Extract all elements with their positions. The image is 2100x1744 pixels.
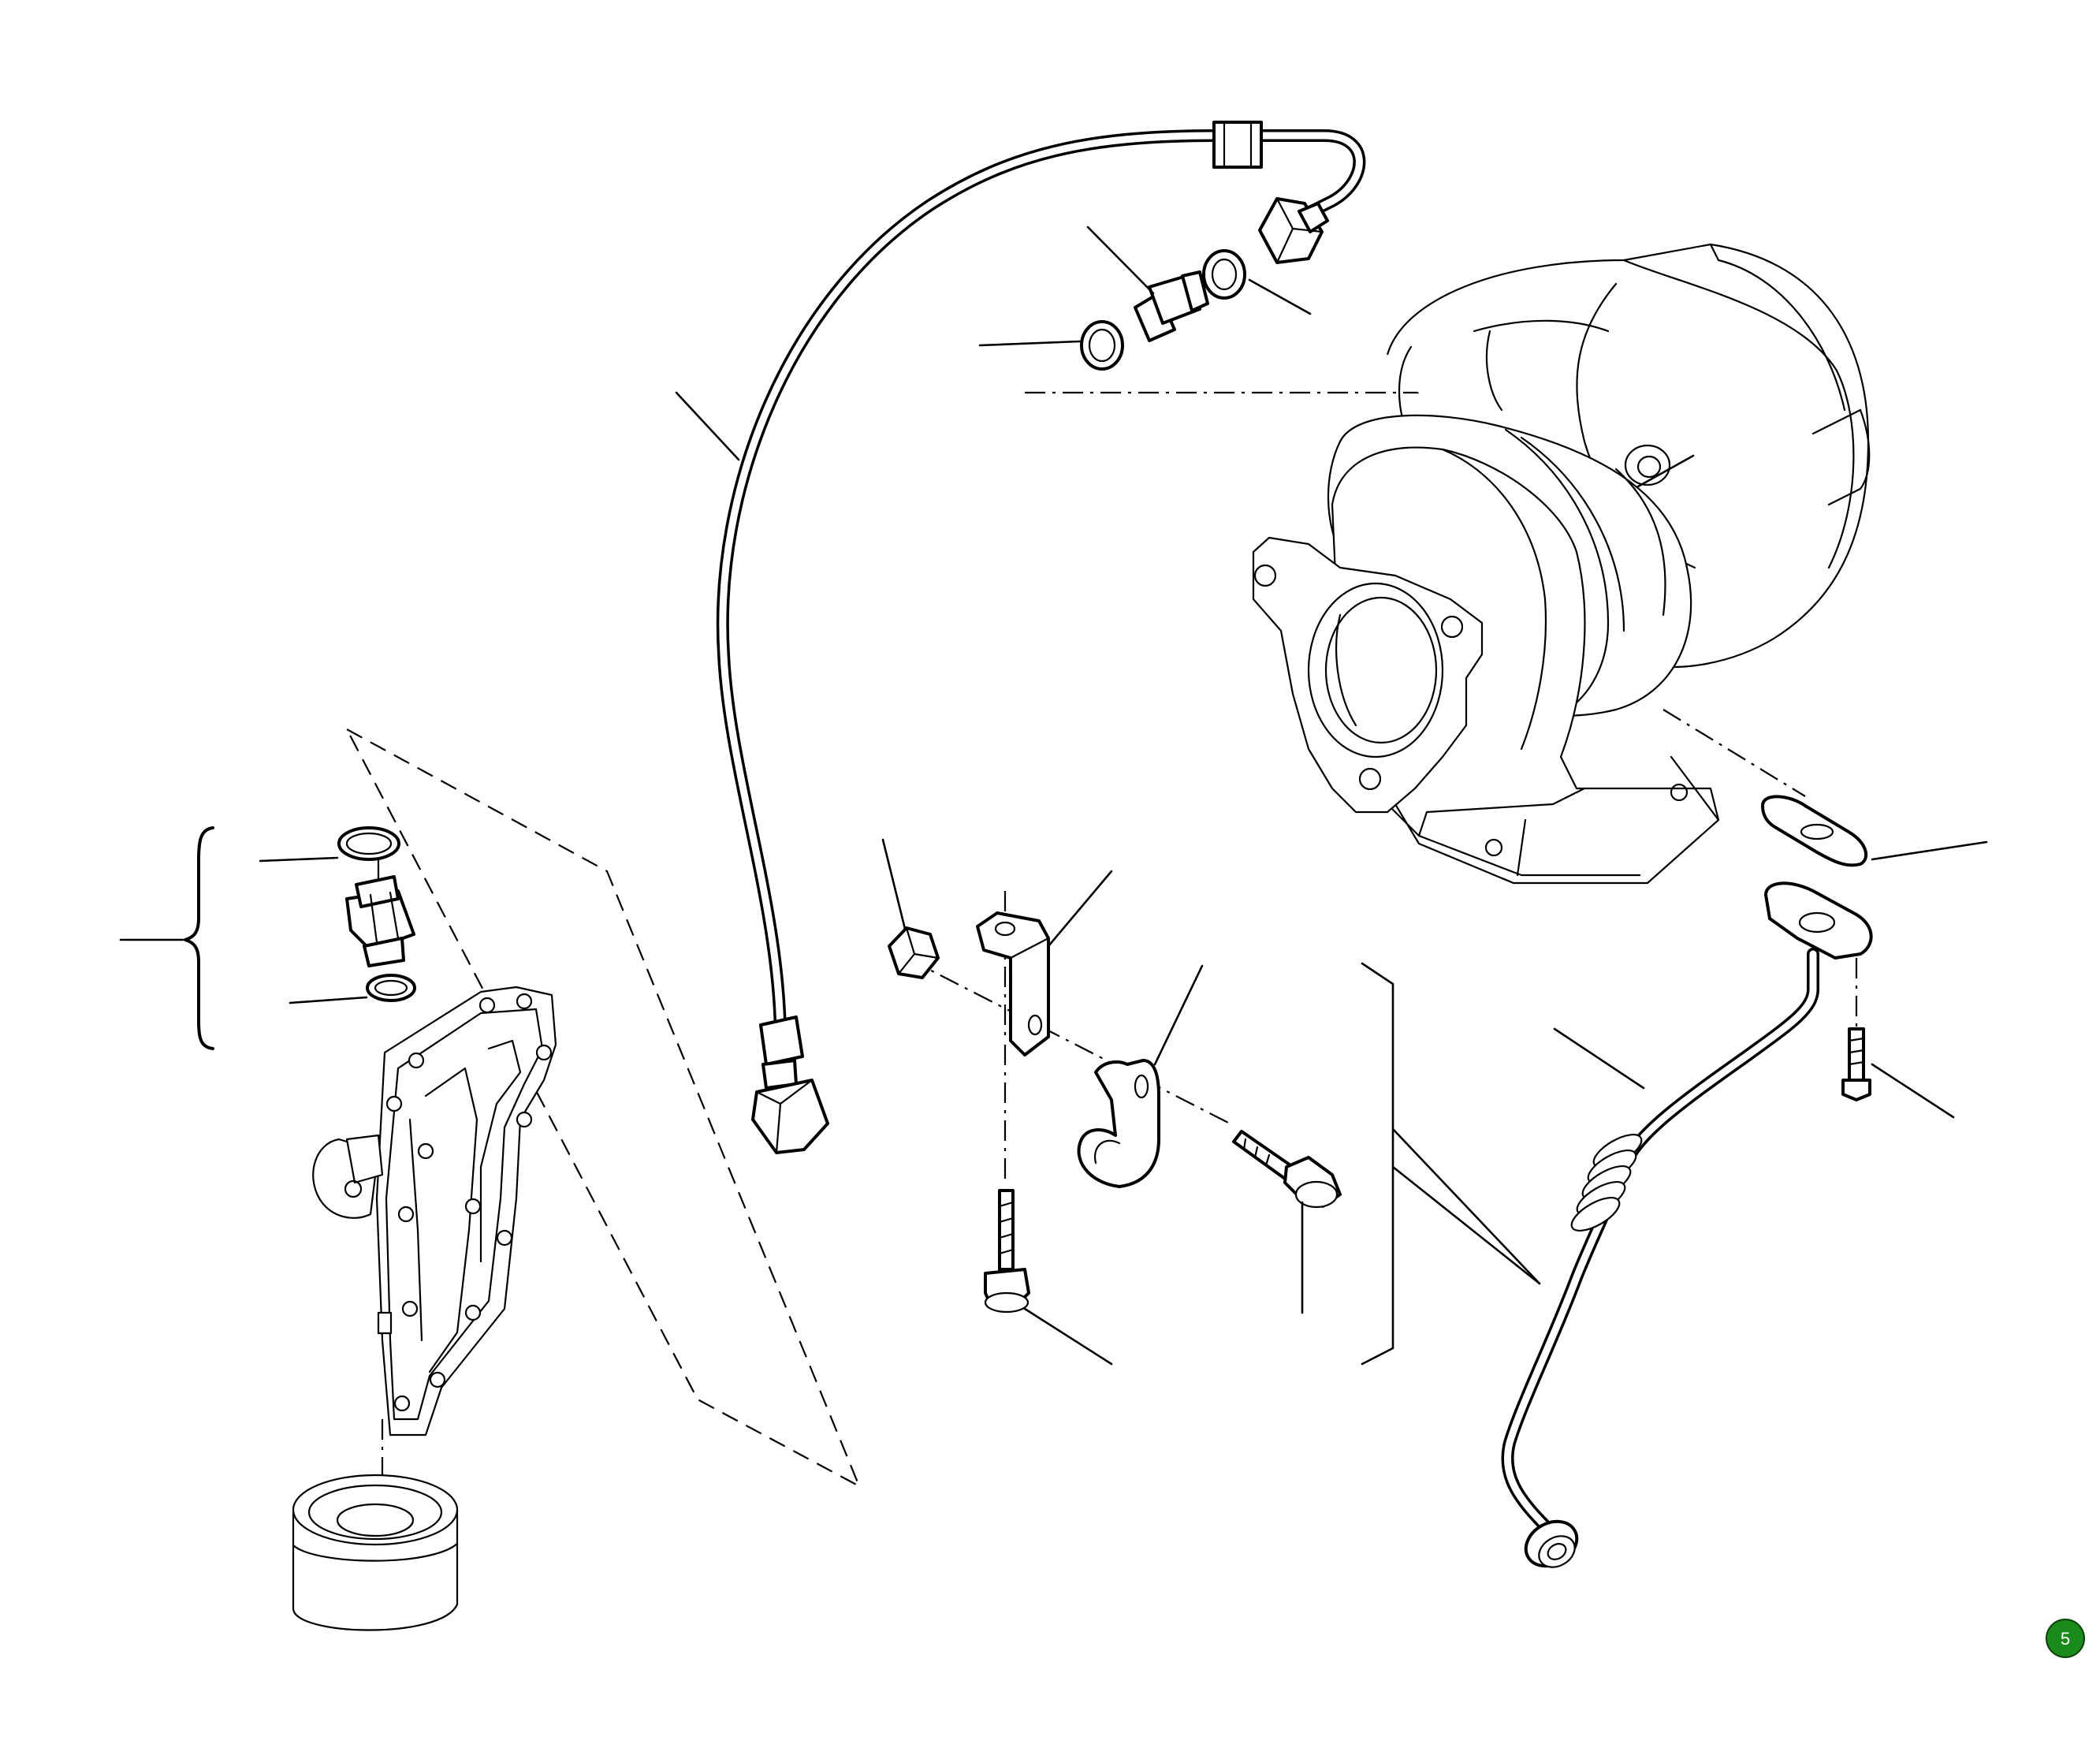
turbocharger [1252,243,1871,885]
bracket-hardware [888,911,1342,1314]
oil-filter-housing [312,986,557,1437]
page-badge: 5 [2046,1619,2085,1658]
return-pipe-bellows [1570,1134,1643,1232]
seal-kit-group [119,826,416,1050]
inlet-adapter-group [1080,249,1246,371]
leader-lines [259,225,1988,1366]
page-badge-circle [2046,1619,2085,1658]
page-badge-label: 5 [2061,1629,2070,1649]
oil-return-pipe [1501,795,1873,1568]
oil-filter-cartridge [292,1474,459,1631]
housing-bolt-bosses [385,993,553,1412]
oil-feed-pipe [716,121,1366,1154]
